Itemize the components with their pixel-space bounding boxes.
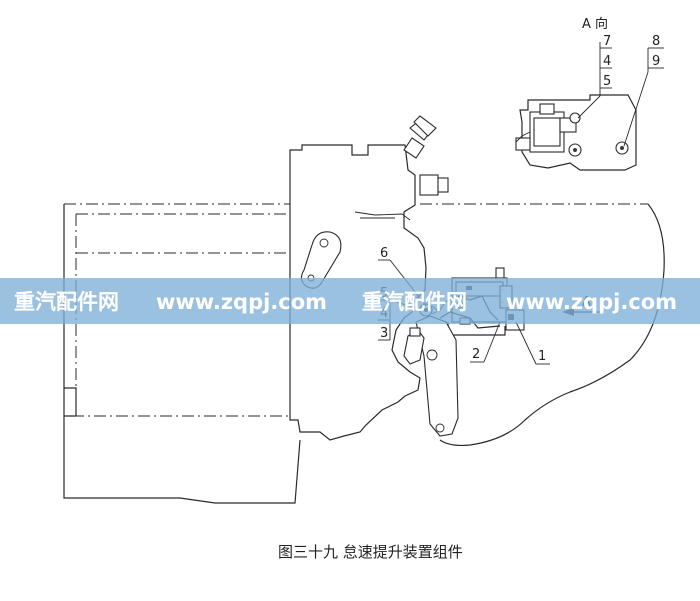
callout-8: 8 [652, 34, 660, 49]
watermark-text-2: www.zqpj.com [156, 290, 327, 314]
lower-linkage-lever [403, 305, 459, 437]
callout-3: 3 [380, 326, 388, 341]
callout-5-inset: 5 [603, 74, 611, 89]
watermark-text-4: www.zqpj.com [506, 290, 677, 314]
callout-2: 2 [472, 347, 480, 362]
view-a-label: A 向 [582, 16, 608, 32]
top-nozzle-component [403, 115, 449, 196]
watermark-text-1: 重汽配件网 [14, 290, 119, 314]
callout-1: 1 [538, 349, 546, 364]
callout-7: 7 [603, 34, 611, 49]
engine-housing-outline [63, 203, 665, 504]
callout-6: 6 [380, 246, 388, 261]
callout-4-inset: 4 [603, 54, 611, 69]
figure-caption: 图三十九 怠速提升装置组件 [278, 543, 463, 561]
watermark-text-3: 重汽配件网 [362, 290, 467, 314]
watermark-background [0, 278, 700, 324]
callout-9: 9 [652, 54, 660, 69]
watermark-band: 重汽配件网 www.zqpj.com 重汽配件网 www.zqpj.com [0, 278, 700, 324]
view-a-inset [515, 94, 637, 171]
